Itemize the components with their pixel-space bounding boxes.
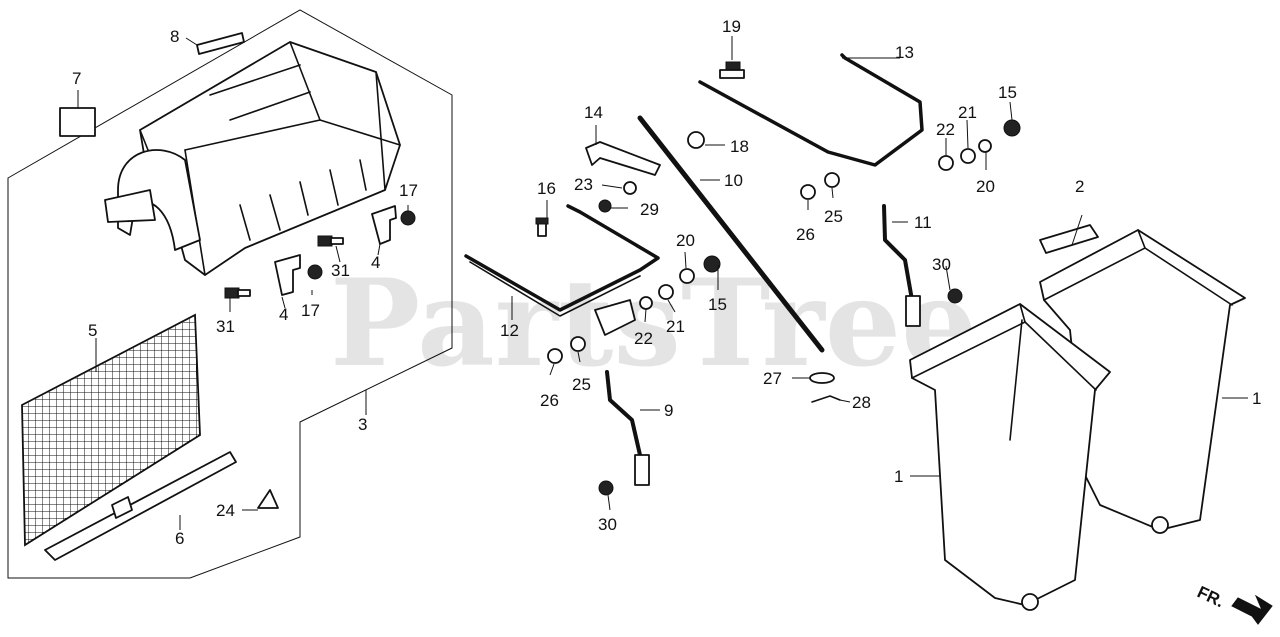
callout-labels: 1 1 2 3 4 4 5 6 7 8 9 10 11 12 13 14 15 … bbox=[72, 17, 1261, 548]
callout-5: 5 bbox=[88, 321, 97, 340]
clip-28 bbox=[811, 395, 841, 403]
bolt-15a bbox=[703, 255, 721, 273]
mesh-screen-5 bbox=[21, 313, 201, 547]
washer-22b bbox=[938, 155, 954, 171]
bracket-14 bbox=[585, 141, 661, 176]
link-9 bbox=[605, 370, 642, 457]
bolt-30b bbox=[947, 288, 963, 304]
bolt-31b bbox=[317, 235, 344, 247]
clip-24 bbox=[257, 489, 279, 509]
callout-20a: 20 bbox=[676, 231, 695, 250]
bracket-4a bbox=[274, 254, 301, 296]
callout-26b: 26 bbox=[540, 391, 559, 410]
callout-28: 28 bbox=[852, 393, 871, 412]
callout-23: 23 bbox=[574, 175, 593, 194]
bag-cover bbox=[104, 41, 401, 276]
callout-29: 29 bbox=[640, 200, 659, 219]
link-9-plate bbox=[634, 454, 650, 486]
frame-12 bbox=[464, 204, 660, 312]
nut-17b bbox=[400, 210, 416, 226]
callout-4b: 4 bbox=[371, 253, 380, 272]
callout-1a: 1 bbox=[1252, 389, 1261, 408]
callout-8: 8 bbox=[170, 27, 179, 46]
nut-23 bbox=[623, 181, 637, 195]
callout-22b: 22 bbox=[634, 329, 653, 348]
washer-20b bbox=[978, 139, 992, 153]
watermark: PartsTree bbox=[330, 253, 977, 394]
link-11 bbox=[882, 204, 914, 302]
nut-26a bbox=[547, 348, 563, 364]
callout-25a: 25 bbox=[824, 207, 843, 226]
bolt-30a bbox=[598, 480, 614, 496]
nut-25b bbox=[824, 172, 840, 188]
callout-14: 14 bbox=[584, 103, 603, 122]
rod-10 bbox=[637, 115, 825, 353]
cap-19 bbox=[719, 61, 745, 79]
frame-12-bracket bbox=[594, 299, 636, 336]
frame-12-inner bbox=[469, 261, 641, 317]
callout-30b: 30 bbox=[598, 515, 617, 534]
front-direction-arrow: FR. bbox=[1194, 582, 1273, 625]
washer-22a bbox=[639, 296, 653, 310]
callout-21a: 21 bbox=[958, 103, 977, 122]
washer-27 bbox=[809, 372, 835, 384]
callout-7: 7 bbox=[72, 69, 81, 88]
callout-21b: 21 bbox=[666, 317, 685, 336]
pin-18 bbox=[687, 131, 705, 149]
assembly-outline bbox=[7, 9, 453, 579]
callout-13: 13 bbox=[895, 43, 914, 62]
callout-24: 24 bbox=[216, 501, 235, 520]
nut-26b bbox=[800, 184, 816, 200]
callout-22a: 22 bbox=[936, 120, 955, 139]
bracket-4b bbox=[371, 205, 397, 245]
callout-15a: 15 bbox=[998, 83, 1017, 102]
washer-20a bbox=[679, 268, 695, 284]
bolt-16 bbox=[535, 217, 549, 237]
callout-17b: 17 bbox=[399, 181, 418, 200]
washer-21b bbox=[960, 148, 976, 164]
callout-4a: 4 bbox=[279, 305, 288, 324]
callout-30a: 30 bbox=[932, 255, 951, 274]
bolt-31a bbox=[224, 287, 251, 299]
bolt-15b bbox=[1003, 119, 1021, 137]
callout-12: 12 bbox=[500, 321, 519, 340]
callout-31b: 31 bbox=[331, 261, 350, 280]
leader-lines bbox=[77, 36, 1248, 530]
callout-3: 3 bbox=[358, 415, 367, 434]
bolt-29 bbox=[598, 199, 612, 213]
callout-15b: 15 bbox=[708, 295, 727, 314]
callout-1b: 1 bbox=[894, 467, 903, 486]
callout-2: 2 bbox=[1075, 177, 1084, 196]
decal-8 bbox=[196, 32, 245, 55]
callout-25b: 25 bbox=[572, 375, 591, 394]
callout-17a: 17 bbox=[301, 301, 320, 320]
nut-25a bbox=[570, 336, 586, 352]
callout-11: 11 bbox=[914, 213, 932, 232]
callout-27: 27 bbox=[763, 369, 782, 388]
washer-21a bbox=[658, 284, 674, 300]
callout-31a: 31 bbox=[216, 317, 235, 336]
callout-9: 9 bbox=[664, 401, 673, 420]
handle-2 bbox=[1039, 224, 1099, 254]
callout-20b: 20 bbox=[976, 177, 995, 196]
nut-17a bbox=[307, 264, 323, 280]
rail-6 bbox=[44, 451, 237, 561]
grass-bag-front bbox=[909, 303, 1111, 611]
callout-19: 19 bbox=[722, 17, 741, 36]
decal-7 bbox=[59, 107, 96, 137]
callout-26a: 26 bbox=[796, 225, 815, 244]
callout-6: 6 bbox=[175, 529, 184, 548]
direction-label: FR. bbox=[1194, 582, 1227, 611]
link-11-plate bbox=[905, 295, 921, 327]
callout-18: 18 bbox=[730, 137, 749, 156]
callout-16: 16 bbox=[537, 179, 556, 198]
callout-10: 10 bbox=[724, 171, 743, 190]
grass-bag-back bbox=[1039, 229, 1246, 534]
